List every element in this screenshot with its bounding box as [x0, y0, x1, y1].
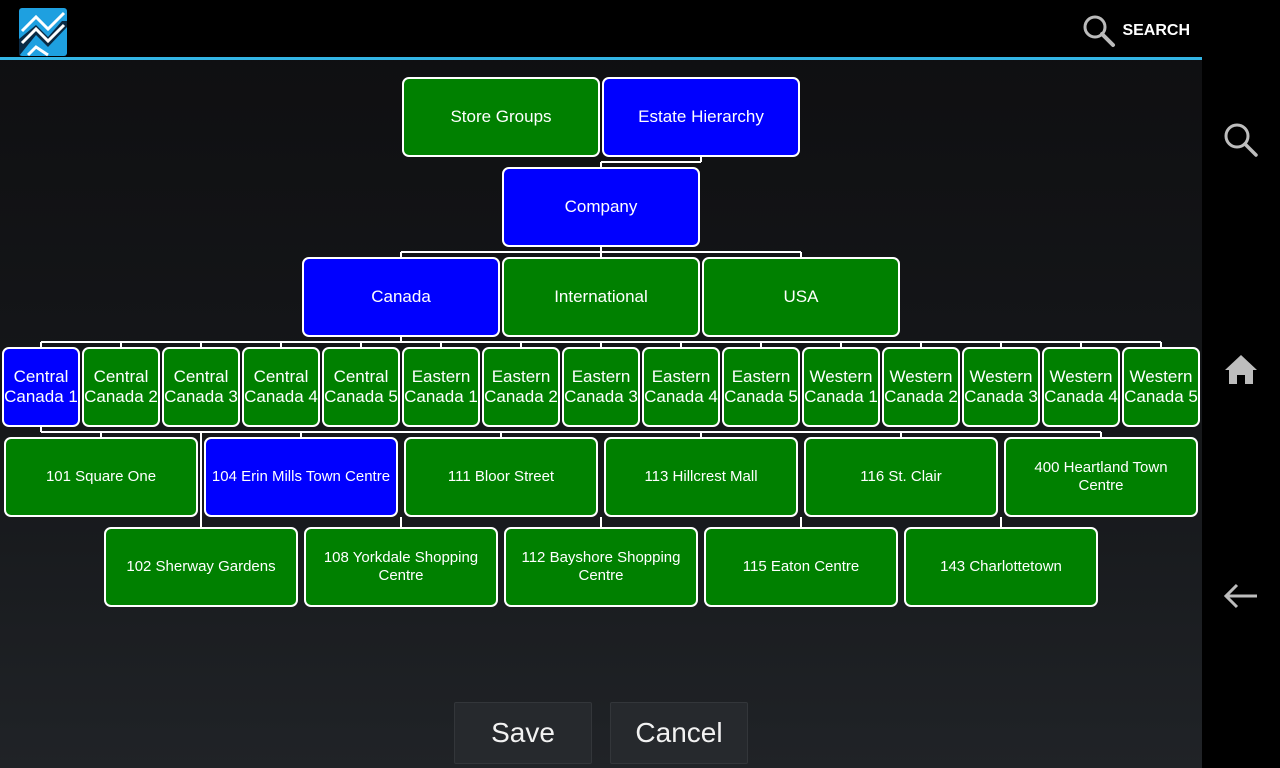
home-icon[interactable]	[1221, 350, 1261, 390]
node-usa[interactable]: USA	[702, 257, 900, 337]
node-store-143[interactable]: 143 Charlottetown	[904, 527, 1098, 607]
node-store-116[interactable]: 116 St. Clair	[804, 437, 998, 517]
node-store-102[interactable]: 102 Sherway Gardens	[104, 527, 298, 607]
save-button[interactable]: Save	[454, 702, 592, 764]
action-bar: SEARCH	[0, 0, 1202, 60]
node-store-115[interactable]: 115 Eaton Centre	[704, 527, 898, 607]
node-estate-hierarchy[interactable]: Estate Hierarchy	[602, 77, 800, 157]
node-store-108[interactable]: 108 Yorkdale Shopping Centre	[304, 527, 498, 607]
node-store-101[interactable]: 101 Square One	[4, 437, 198, 517]
node-store-groups[interactable]: Store Groups	[402, 77, 600, 157]
app-screen: SEARCH Store Groups Estate Hierarchy Com…	[0, 0, 1202, 768]
node-store-112[interactable]: 112 Bayshore Shopping Centre	[504, 527, 698, 607]
node-canada[interactable]: Canada	[302, 257, 500, 337]
search-label: SEARCH	[1122, 22, 1190, 39]
node-international[interactable]: International	[502, 257, 700, 337]
cancel-button[interactable]: Cancel	[610, 702, 748, 764]
search-icon[interactable]	[1221, 120, 1261, 160]
node-store-113[interactable]: 113 Hillcrest Mall	[604, 437, 798, 517]
node-store-104[interactable]: 104 Erin Mills Town Centre	[204, 437, 398, 517]
search-action-button[interactable]: SEARCH	[1082, 14, 1190, 48]
search-icon	[1083, 15, 1116, 47]
back-arrow-icon[interactable]	[1221, 576, 1261, 616]
system-navigation-bar	[1202, 0, 1280, 768]
node-company[interactable]: Company	[502, 167, 700, 247]
node-store-400[interactable]: 400 Heartland Town Centre	[1004, 437, 1198, 517]
node-store-111[interactable]: 111 Bloor Street	[404, 437, 598, 517]
app-logo-icon[interactable]	[18, 7, 68, 57]
